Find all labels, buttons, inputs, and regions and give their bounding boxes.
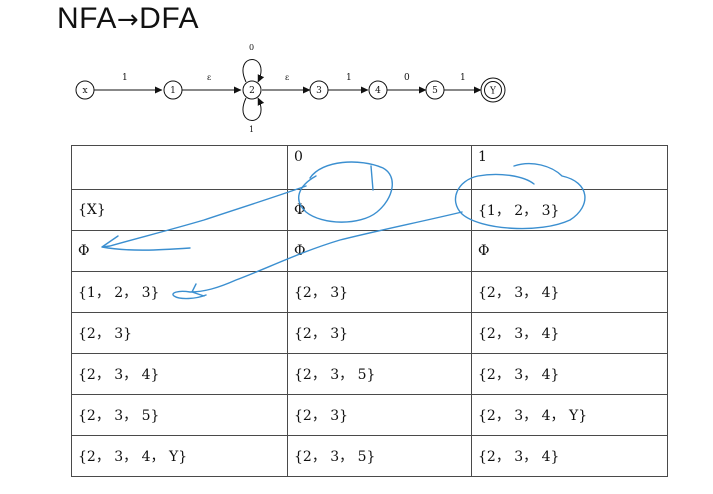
state-cell: Φ bbox=[71, 230, 288, 272]
table-row: {1， 2， 3} {2， 3} {2， 3， 4} bbox=[71, 271, 668, 313]
on-0-cell: {2， 3} bbox=[287, 271, 472, 313]
state-1: 1 bbox=[163, 80, 183, 100]
edge-label-loop-1: 1 bbox=[249, 125, 254, 134]
state-cell: {2， 3} bbox=[71, 312, 288, 354]
table-row: {2， 3， 4， Y} {2， 3， 5} {2， 3， 4} bbox=[71, 435, 668, 477]
edge-label-2-3: ε bbox=[285, 73, 289, 82]
svg-text:5: 5 bbox=[432, 86, 438, 96]
svg-text:3: 3 bbox=[316, 86, 322, 96]
state-y-accepting: Y bbox=[480, 77, 506, 103]
on-1-cell: {2， 3， 4} bbox=[471, 435, 668, 477]
state-cell: {1， 2， 3} bbox=[71, 271, 288, 313]
edge-2-loop-0 bbox=[242, 59, 265, 83]
svg-text:1: 1 bbox=[170, 86, 176, 96]
state-cell: {X} bbox=[71, 189, 288, 231]
header-cell-0: 0 bbox=[287, 145, 472, 190]
on-1-cell: {2， 3， 4} bbox=[471, 271, 668, 313]
table-row: {2， 3} {2， 3} {2， 3， 4} bbox=[71, 312, 668, 354]
title-dfa: DFA bbox=[139, 2, 200, 35]
state-3: 3 bbox=[309, 80, 329, 100]
nfa-diagram: 1 ε 0 1 ε 1 0 1 x 1 2 3 4 5 Y bbox=[75, 43, 506, 134]
edge-label-x-1: 1 bbox=[122, 73, 128, 83]
header-cell-1: 1 bbox=[471, 145, 668, 190]
header-cell-state bbox=[71, 145, 288, 190]
table-row: Φ Φ Φ bbox=[71, 230, 668, 272]
state-cell: {2， 3， 5} bbox=[71, 394, 288, 436]
table-row: {2， 3， 4} {2， 3， 5} {2， 3， 4} bbox=[71, 353, 668, 395]
svg-text:2: 2 bbox=[249, 86, 255, 96]
state-2: 2 bbox=[242, 80, 262, 100]
table-row: {2， 3， 5} {2， 3} {2， 3， 4， Y} bbox=[71, 394, 668, 436]
on-0-cell: Φ bbox=[287, 230, 472, 272]
on-0-cell: {2， 3} bbox=[287, 394, 472, 436]
on-1-cell: Φ bbox=[471, 230, 668, 272]
edge-label-3-4: 1 bbox=[346, 73, 352, 83]
edge-label-1-2: ε bbox=[207, 73, 211, 82]
edge-2-loop-1 bbox=[242, 97, 265, 121]
svg-text:x: x bbox=[82, 86, 87, 96]
state-cell: {2， 3， 4} bbox=[71, 353, 288, 395]
on-1-cell: {1， 2， 3} bbox=[471, 189, 668, 231]
state-x: x bbox=[75, 80, 95, 100]
state-cell: {2， 3， 4， Y} bbox=[71, 435, 288, 477]
on-0-cell: {2， 3， 5} bbox=[287, 353, 472, 395]
on-1-cell: {2， 3， 4} bbox=[471, 312, 668, 354]
edge-label-5-y: 1 bbox=[460, 73, 466, 83]
edge-label-loop-0: 0 bbox=[249, 43, 254, 52]
on-0-cell: {2， 3} bbox=[287, 312, 472, 354]
state-4: 4 bbox=[368, 80, 388, 100]
svg-text:Y: Y bbox=[489, 87, 497, 97]
on-0-cell: {2， 3， 5} bbox=[287, 435, 472, 477]
svg-text:4: 4 bbox=[375, 86, 381, 96]
state-5: 5 bbox=[425, 80, 445, 100]
on-0-cell: Φ bbox=[287, 189, 472, 231]
on-1-cell: {2， 3， 4} bbox=[471, 353, 668, 395]
table-header-row: 0 1 bbox=[71, 145, 668, 190]
table-row: {X} Φ {1， 2， 3} bbox=[71, 189, 668, 231]
edge-label-4-5: 0 bbox=[404, 73, 410, 83]
right-arrow-icon: → bbox=[116, 5, 140, 35]
dfa-transition-table: 0 1 {X} Φ {1， 2， 3} Φ Φ Φ {1， 2， 3} {2， … bbox=[71, 145, 668, 477]
on-1-cell: {2， 3， 4， Y} bbox=[471, 394, 668, 436]
title-nfa: NFA bbox=[57, 2, 117, 35]
slide-title: NFA→DFA bbox=[57, 2, 199, 36]
